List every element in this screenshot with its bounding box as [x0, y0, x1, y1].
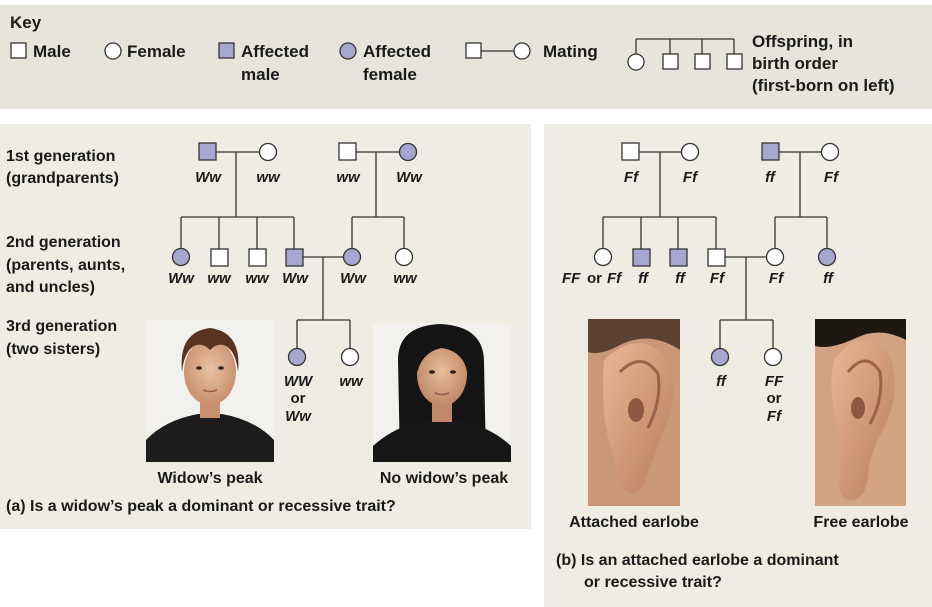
a-gen3-genotype-left-2: Ww: [285, 408, 312, 425]
a-gen2-genotype-1: Ww: [168, 270, 195, 287]
mating-male-symbol: [466, 43, 481, 58]
a-gen2-affected-female-2: [344, 249, 361, 266]
b-gen1-male: [622, 143, 639, 160]
question-b-line-1: (b) Is an attached earlobe a dominant: [556, 552, 839, 569]
a-gen2-genotype-3: ww: [245, 270, 270, 287]
male-symbol: [11, 43, 26, 58]
b-gen3-affected-female: [712, 349, 729, 366]
a-gen3-genotype-right: ww: [339, 373, 364, 390]
a-gen2-male-1: [211, 249, 228, 266]
a-gen2-affected-female: [173, 249, 190, 266]
a-gen1-genotype-2: ww: [256, 169, 281, 186]
photo-widows-peak: [146, 320, 274, 462]
a-gen1-genotype-4: Ww: [396, 169, 423, 186]
caption-widows-peak: Widow’s peak: [157, 470, 262, 487]
affected-female-symbol: [340, 43, 356, 59]
b-gen2-genotype-1a: FF: [562, 270, 581, 287]
a-gen2-genotype-4: Ww: [282, 270, 309, 287]
key-male-label: Male: [33, 42, 71, 61]
question-a: (a) Is a widow’s peak a dominant or rece…: [6, 498, 396, 515]
key-offspring-label-2: birth order: [752, 54, 838, 73]
affected-male-symbol: [219, 43, 234, 58]
photo-attached-earlobe: [588, 319, 680, 506]
gen2-label-2: (parents, aunts,: [6, 257, 125, 274]
a-gen3-genotype-left-or: or: [291, 390, 306, 407]
key-offspring-label-3: (first-born on left): [752, 76, 895, 95]
a-gen3-genotype-left-1: WW: [284, 373, 314, 390]
b-gen2-female-2: [767, 249, 784, 266]
caption-no-widows-peak: No widow’s peak: [380, 470, 508, 487]
mating-female-symbol: [514, 43, 530, 59]
b-gen1-genotype-2: Ff: [683, 169, 699, 186]
photo-no-widows-peak: [373, 323, 511, 462]
b-gen2-genotype-1b: Ff: [607, 270, 623, 287]
gen2-label-3: and uncles): [6, 279, 95, 296]
photo-free-earlobe: [815, 319, 906, 506]
gen1-label-2: (grandparents): [6, 170, 119, 187]
a-gen3-affected-female: [289, 349, 306, 366]
key-title: Key: [10, 13, 42, 32]
a-gen3-female: [342, 349, 359, 366]
b-gen1-female: [682, 144, 699, 161]
key-affected-male-label-1: Affected: [241, 42, 309, 61]
female-symbol: [105, 43, 121, 59]
key-affected-female-label-1: Affected: [363, 42, 431, 61]
b-gen2-genotype-1-or: or: [587, 270, 602, 287]
key-affected-male-label-2: male: [241, 65, 280, 84]
b-gen1-female-2: [822, 144, 839, 161]
b-gen2-affected-male-2: [670, 249, 687, 266]
a-gen2-genotype-2: ww: [207, 270, 232, 287]
gen1-label-1: 1st generation: [6, 148, 115, 165]
b-gen2-genotype-4: Ff: [710, 270, 726, 287]
b-gen2-male: [708, 249, 725, 266]
a-gen2-male-2: [249, 249, 266, 266]
key-affected-female-label-2: female: [363, 65, 417, 84]
b-gen3-female: [765, 349, 782, 366]
gen3-label-2: (two sisters): [6, 341, 100, 358]
key-mating-label: Mating: [543, 42, 598, 61]
gen3-label-1: 3rd generation: [6, 318, 117, 335]
a-gen1-female: [260, 144, 277, 161]
caption-attached-earlobe: Attached earlobe: [569, 514, 699, 531]
a-gen2-female: [396, 249, 413, 266]
b-gen1-genotype-1: Ff: [624, 169, 640, 186]
a-gen1-male: [339, 143, 356, 160]
b-gen2-affected-male-1: [633, 249, 650, 266]
b-gen2-genotype-5: Ff: [769, 270, 785, 287]
b-gen1-genotype-4: Ff: [824, 169, 840, 186]
a-gen2-genotype-5: Ww: [340, 270, 367, 287]
b-gen2-affected-female: [819, 249, 836, 266]
a-gen1-genotype-3: ww: [336, 169, 361, 186]
b-gen3-genotype-right-or: or: [767, 390, 782, 407]
b-gen2-female: [595, 249, 612, 266]
key-offspring-label-1: Offspring, in: [752, 32, 853, 51]
b-gen3-genotype-right-2: Ff: [767, 408, 783, 425]
b-gen1-affected-male: [762, 143, 779, 160]
a-gen1-affected-female: [400, 144, 417, 161]
a-gen1-affected-male: [199, 143, 216, 160]
key-female-label: Female: [127, 42, 186, 61]
a-gen2-genotype-6: ww: [393, 270, 418, 287]
a-gen1-genotype-1: Ww: [195, 169, 222, 186]
b-gen3-genotype-right-1: FF: [765, 373, 784, 390]
question-b-line-2: or recessive trait?: [584, 574, 722, 591]
caption-free-earlobe: Free earlobe: [813, 514, 908, 531]
gen2-label-1: 2nd generation: [6, 234, 121, 251]
a-gen2-affected-male: [286, 249, 303, 266]
